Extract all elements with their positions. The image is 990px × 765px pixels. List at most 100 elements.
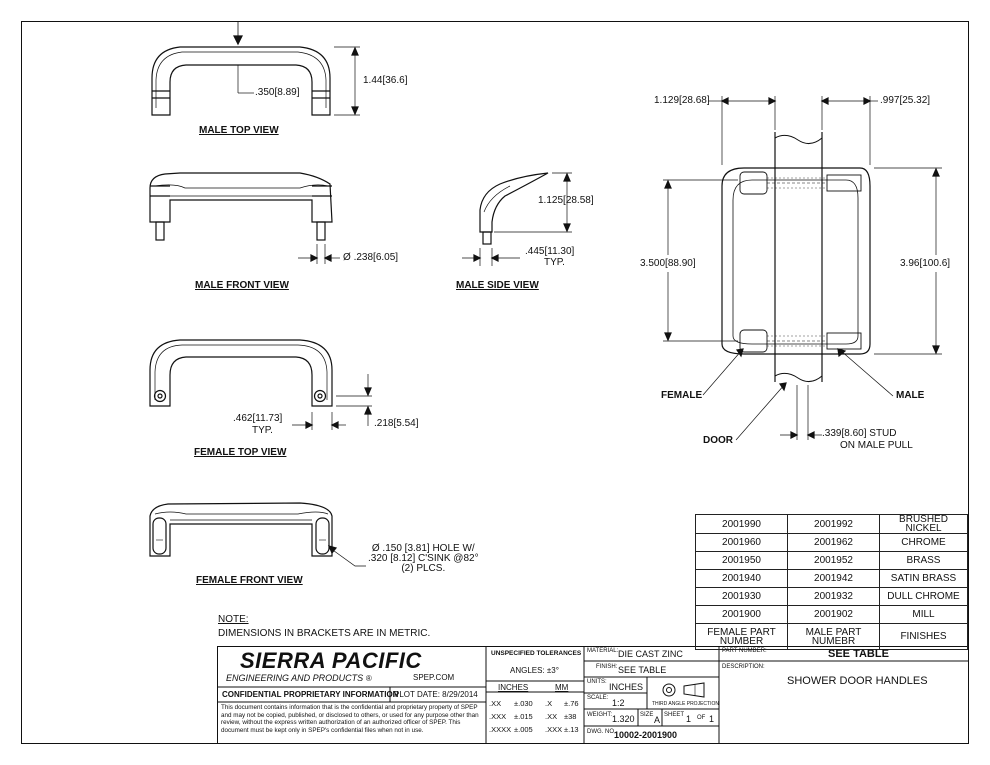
label-male-side-view: MALE SIDE VIEW	[456, 280, 539, 291]
label-female-front-view: FEMALE FRONT VIEW	[196, 575, 303, 586]
dim-1125: 1.125[28.58]	[538, 195, 594, 206]
table-cell: MILL	[879, 605, 968, 624]
dim-218: .218[5.54]	[374, 418, 419, 429]
table-cell: 2001990	[695, 514, 788, 534]
male-front-view	[149, 172, 340, 264]
label-male-top-view: MALE TOP VIEW	[199, 125, 279, 136]
finish-value: SEE TABLE	[618, 665, 667, 675]
dim-1129: 1.129[28.68]	[654, 95, 710, 106]
units-value: INCHES	[609, 682, 644, 692]
tolerances-title: UNSPECIFIED TOLERANCES	[491, 650, 582, 657]
table-cell: 2001950	[695, 551, 788, 570]
dim-445: .445[11.30]	[525, 246, 575, 257]
dim-3500: 3.500[88.90]	[640, 258, 696, 269]
weight-value: 1.320	[612, 714, 635, 724]
partnum-value: SEE TABLE	[828, 648, 889, 660]
label-male-front-view: MALE FRONT VIEW	[195, 280, 289, 291]
male-top-view	[151, 22, 360, 116]
company-name: SIERRA PACIFIC	[240, 648, 422, 673]
table-cell: 2001960	[695, 533, 788, 552]
tol-inches-label: INCHES	[498, 683, 529, 692]
dim-445-typ: TYP.	[544, 257, 565, 268]
legal-notice: This document contains information that …	[221, 704, 479, 734]
material-label: MATERIAL:	[587, 648, 619, 654]
tol-mm-keys: .X.XX.XXX	[545, 699, 563, 734]
table-cell: 2001900	[695, 605, 788, 624]
size-label: SIZE	[640, 712, 654, 718]
dim-396: 3.96[100.6]	[900, 258, 951, 269]
female-top-view	[149, 339, 372, 430]
male-side-view	[462, 172, 572, 266]
header-finishes: FINISHES	[879, 623, 968, 650]
dim-350: .350[8.89]	[255, 87, 300, 98]
material-value: DIE CAST ZINC	[618, 649, 683, 659]
company-sub: ENGINEERING AND PRODUCTS ®	[226, 673, 372, 683]
scale-value: 1:2	[612, 698, 625, 708]
dim-997: .997[25.32]	[880, 95, 931, 106]
table-cell: BRUSHED NICKEL	[879, 514, 968, 534]
dim-144: 1.44[36.6]	[363, 75, 408, 86]
partnum-label: PART NUMBER:	[722, 648, 767, 654]
sheet-value: 1	[686, 714, 692, 724]
tol-mm-label: MM	[555, 683, 569, 692]
table-cell: 2001992	[787, 514, 880, 534]
desc-label: DESCRIPTION:	[722, 664, 765, 670]
website: SPEP.COM	[413, 673, 455, 682]
note-title: NOTE:	[218, 614, 249, 625]
of-value: 1	[709, 714, 715, 724]
weight-label: WEIGHT:	[587, 712, 612, 718]
plot-date: PLOT DATE: 8/29/2014	[394, 690, 478, 699]
table-cell: 2001952	[787, 551, 880, 570]
female-front-view	[149, 502, 366, 567]
tol-inches-vals: ±.030±.015±.005	[514, 699, 533, 734]
hole-note: Ø .150 [3.81] HOLE W/ .320 [8.12] C'SINK…	[368, 543, 479, 574]
desc-value: SHOWER DOOR HANDLES	[787, 675, 928, 687]
dwg-label: DWG. NO.	[587, 729, 616, 735]
sheet-label: SHEET	[664, 712, 685, 718]
dim-339: .339[8.60] STUD	[822, 428, 897, 439]
dim-238: Ø .238[6.05]	[343, 252, 399, 263]
table-cell: 2001902	[787, 605, 880, 624]
projection-label: THIRD ANGLE PROJECTION	[652, 701, 719, 707]
table-cell: 2001930	[695, 587, 788, 606]
dim-339-note: ON MALE PULL	[840, 440, 913, 451]
assembly-view	[663, 96, 942, 441]
size-value: A	[654, 715, 661, 725]
table-cell: DULL CHROME	[879, 587, 968, 606]
dwg-value: 10002-2001900	[614, 730, 678, 740]
units-label: UNITS:	[587, 679, 607, 685]
label-female: FEMALE	[661, 390, 703, 401]
tol-mm-vals: ±.76±38±.13	[564, 699, 579, 734]
angles: ANGLES: ±3°	[510, 666, 559, 675]
dim-462: .462[11.73]	[233, 413, 283, 424]
table-cell: CHROME	[879, 533, 968, 552]
label-male: MALE	[896, 390, 925, 401]
label-female-top-view: FEMALE TOP VIEW	[194, 447, 287, 458]
table-cell: 2001940	[695, 569, 788, 588]
of-label: OF	[697, 715, 706, 721]
table-cell: SATIN BRASS	[879, 569, 968, 588]
table-cell: 2001942	[787, 569, 880, 588]
scale-label: SCALE:	[587, 695, 609, 701]
table-cell: 2001932	[787, 587, 880, 606]
finish-label: FINISH:	[596, 664, 618, 670]
label-door: DOOR	[703, 435, 733, 446]
dim-462-typ: TYP.	[252, 425, 273, 436]
tol-inches-keys: .XX.XXX.XXXX	[489, 699, 512, 734]
confidential-label: CONFIDENTIAL PROPRIETARY INFORMATION	[222, 690, 399, 699]
note-text: DIMENSIONS IN BRACKETS ARE IN METRIC.	[218, 628, 431, 639]
table-cell: BRASS	[879, 551, 968, 570]
title-block-lines	[217, 646, 969, 744]
table-cell: 2001962	[787, 533, 880, 552]
